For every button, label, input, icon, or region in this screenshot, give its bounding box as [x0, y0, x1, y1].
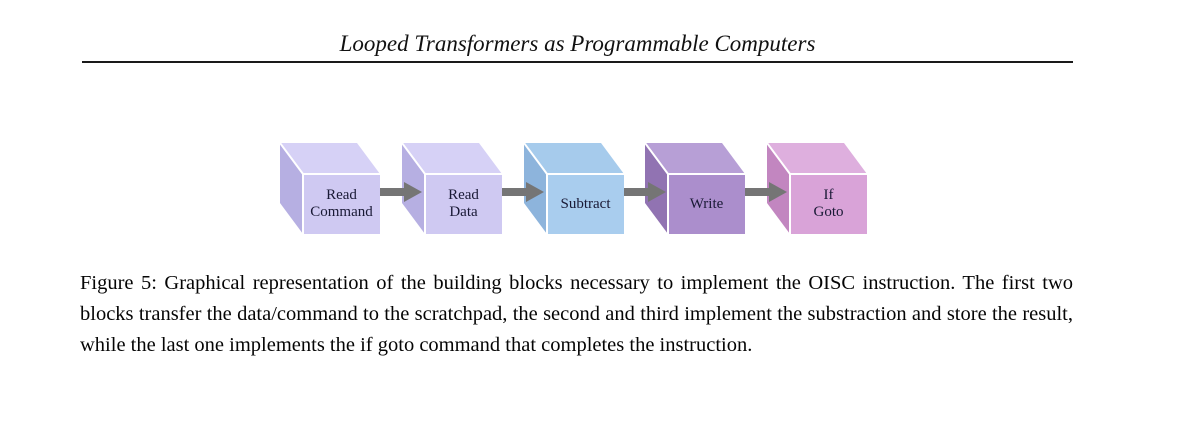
cube-front-face: [303, 174, 380, 234]
figure-caption: Figure 5: Graphical representation of th…: [80, 272, 1073, 356]
cube-edges: [524, 143, 624, 234]
block-label: Subtract: [560, 195, 611, 212]
block-label: Write: [689, 195, 724, 212]
cube-front-face: [790, 174, 867, 234]
cube-top-face: [645, 143, 745, 174]
right-arrow-icon: [380, 182, 422, 202]
arrow-head: [769, 182, 787, 202]
block-label: Read Data: [448, 187, 479, 220]
cube-front-face: [425, 174, 502, 234]
cube-top-face: [767, 143, 867, 174]
arrow-shaft: [380, 188, 406, 196]
cube-top-face: [524, 143, 624, 174]
cube-top-face: [402, 143, 502, 174]
cube-graphic: [645, 143, 745, 234]
block-write: Write: [645, 143, 745, 234]
block-if-goto: If Goto: [767, 143, 867, 234]
cube-edges: [402, 143, 502, 234]
arrow-head: [404, 182, 422, 202]
block-label: Read Command: [310, 187, 373, 220]
cube-side-face: [280, 143, 303, 234]
cube-edges: [645, 143, 745, 234]
arrow-head: [526, 182, 544, 202]
block-read-command: Read Command: [280, 143, 380, 234]
cube-front-face: [547, 174, 624, 234]
oisc-block-diagram: Read Command Read Data: [280, 143, 867, 234]
block-label: If Goto: [813, 187, 844, 220]
block-subtract: Subtract: [524, 143, 624, 234]
right-arrow-icon: [502, 182, 544, 202]
cube-edges: [280, 143, 380, 234]
arrow-shaft: [502, 188, 528, 196]
cube-front-face: [668, 174, 745, 234]
arrow-head: [648, 182, 666, 202]
running-title: Looped Transformers as Programmable Comp…: [339, 31, 816, 56]
right-arrow-icon: [745, 182, 787, 202]
cube-graphic: [767, 143, 867, 234]
cube-edges: [767, 143, 867, 234]
arrow-shaft: [624, 188, 650, 196]
header-rule: [82, 61, 1073, 63]
cube-top-face: [280, 143, 380, 174]
right-arrow-icon: [624, 182, 666, 202]
cube-graphic: [280, 143, 380, 234]
cube-graphic: [524, 143, 624, 234]
arrow-shaft: [745, 188, 771, 196]
